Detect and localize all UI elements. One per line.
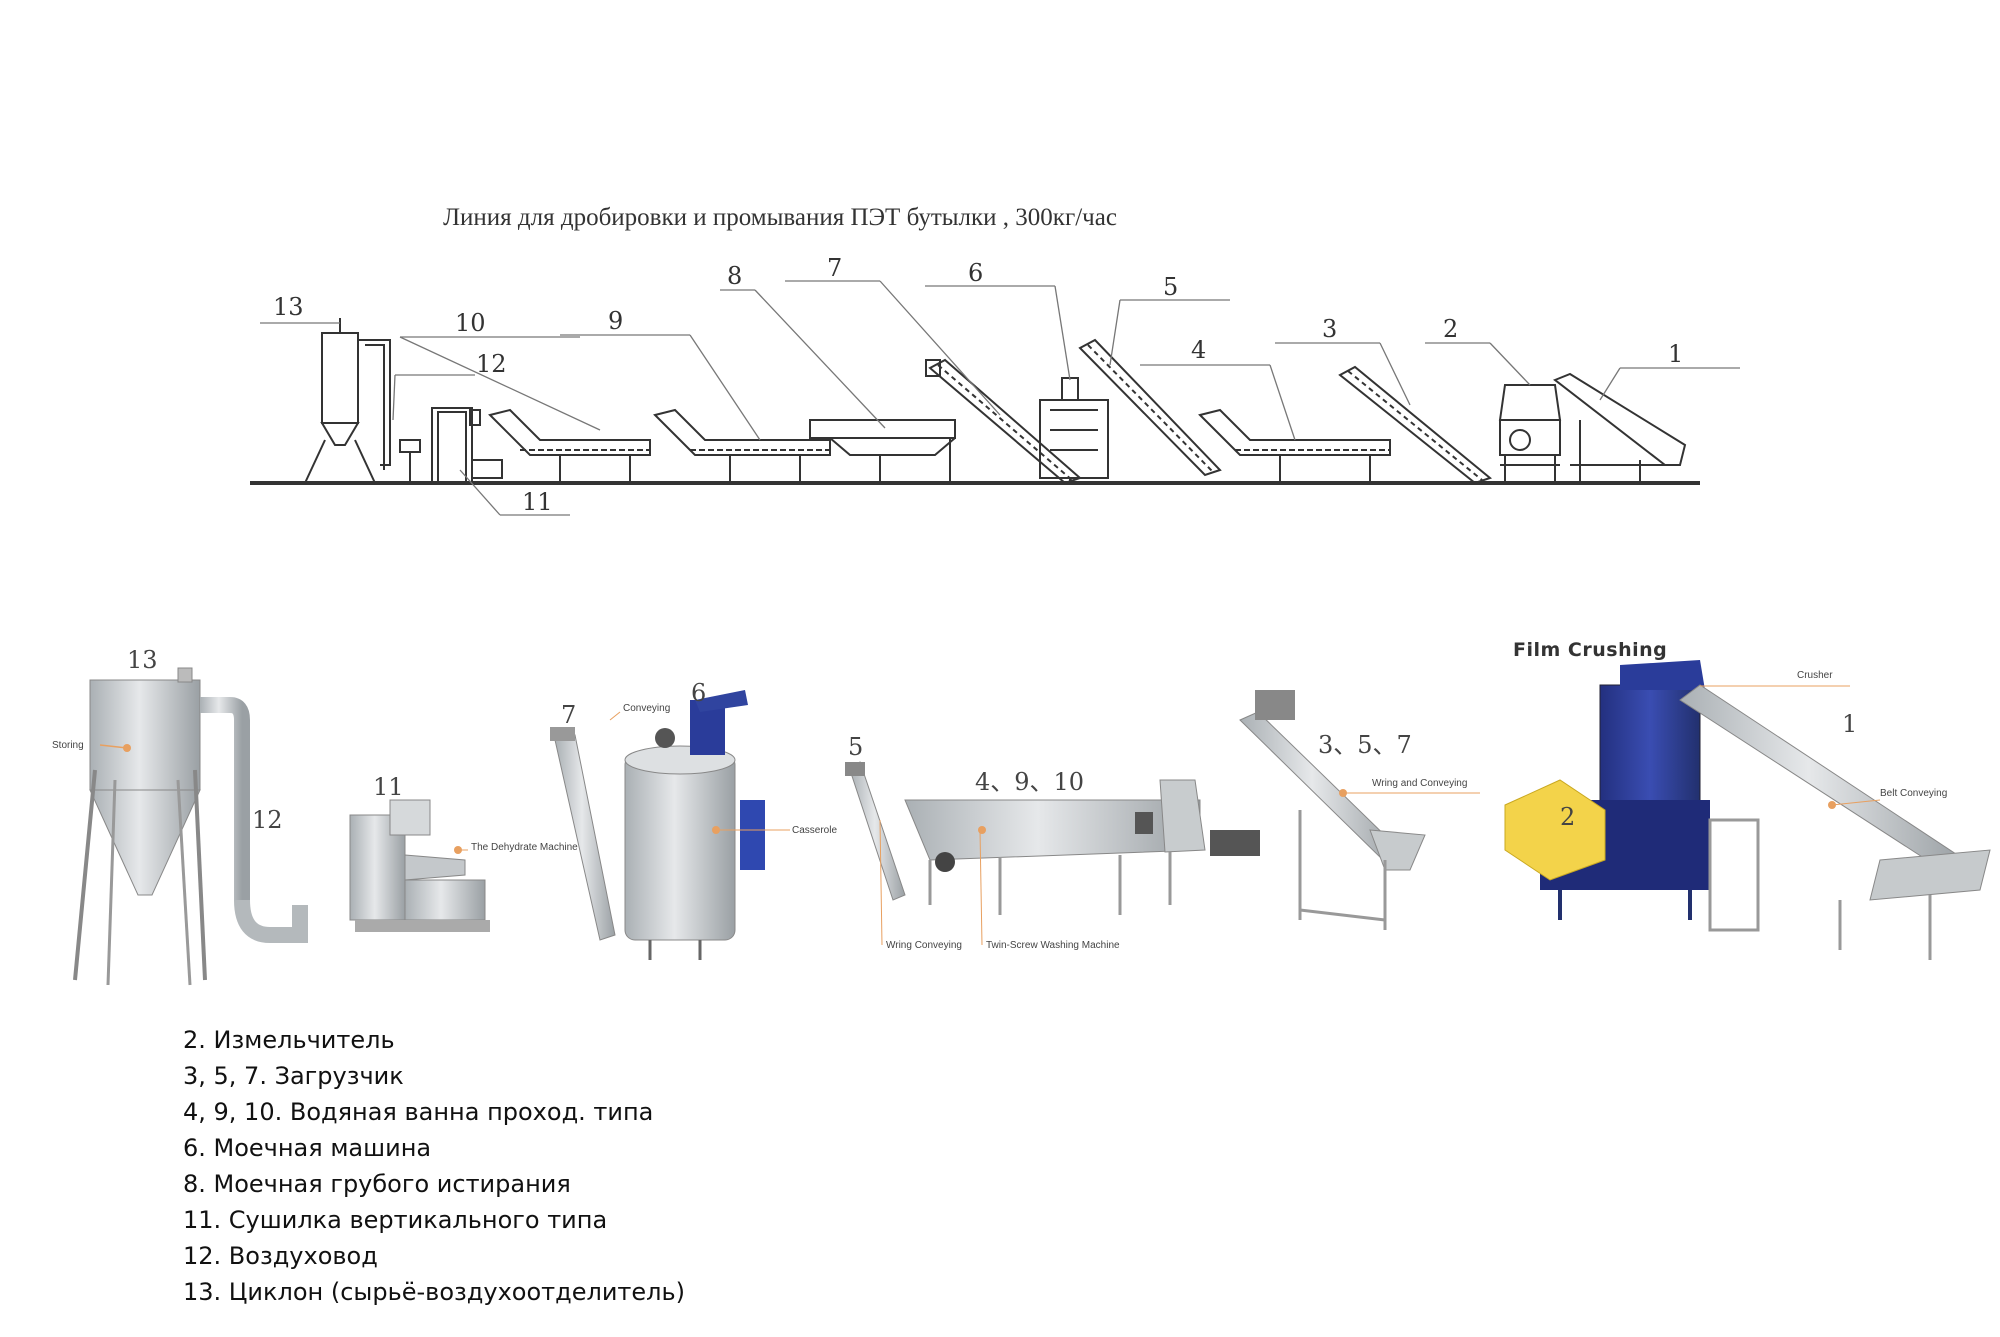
diagram-title: Линия для дробировки и промывания ПЭТ бу… [443,204,1117,231]
schematic-leader-lines [260,280,1740,516]
label-conveying: Conveying [623,703,670,714]
legend-item: 8. Моечная грубого истирания [183,1170,571,1198]
legend-item: 6. Моечная машина [183,1134,432,1162]
label-film-crushing: Film Crushing [1513,639,1668,661]
schematic-number-8: 8 [727,262,742,290]
label-crusher: Crusher [1797,670,1833,681]
photo-number-5: 5 [848,733,863,761]
photo-number-13: 13 [127,646,158,674]
belt-conveyor-1-schematic [1553,372,1687,483]
label-wring-conveying: Wring Conveying [886,940,962,951]
washing-tank-9-schematic [653,408,831,483]
screw-loader-5-schematic [1078,338,1222,477]
photo-number-1: 1 [1842,710,1857,738]
film-crusher-photo [1504,660,1991,960]
schematic-number-6: 6 [968,259,983,287]
friction-washer-8-schematic [809,419,956,483]
photo-number-6: 6 [691,679,706,707]
schematic-number-9: 9 [608,307,623,335]
photo-number-12: 12 [252,806,283,834]
schematic-number-2: 2 [1443,315,1458,343]
legend-item: 12. Воздуховод [183,1242,378,1270]
label-dehydrate-machine: The Dehydrate Machine [471,842,578,853]
photo-number-7: 7 [561,701,576,729]
label-belt-conveying: Belt Conveying [1880,788,1947,799]
photo-number-11: 11 [373,773,404,801]
legend-item: 11. Сушилка вертикального типа [183,1206,608,1234]
cyclone-13-schematic [304,318,391,484]
schematic-number-1: 1 [1668,340,1683,368]
label-casserole: Casserole [792,825,837,836]
schematic-number-13: 13 [273,293,304,321]
photo-number-2: 2 [1560,803,1575,831]
schematic-number-5: 5 [1163,273,1178,301]
schematic-number-4: 4 [1191,336,1206,364]
photo-number-3-5-7: 3、5、7 [1318,731,1412,759]
schematic-number-12: 12 [476,350,507,378]
photo-number-4-9-10: 4、9、10 [975,768,1084,796]
schematic-number-3: 3 [1322,315,1337,343]
screw-loader-3-schematic [1338,365,1493,485]
legend-item: 4, 9, 10. Водяная ванна проход. типа [183,1098,654,1126]
legend-list: 2. Измельчитель 3, 5, 7. Загрузчик 4, 9,… [183,1022,685,1310]
washing-tank-4-schematic [1198,408,1391,483]
schematic-number-11: 11 [522,488,553,516]
label-wring-and-conveying: Wring and Conveying [1372,778,1467,789]
dryer-11-schematic [399,407,503,484]
washer-6-photo [550,690,790,960]
washing-tank-10-schematic [488,408,651,483]
dryer-11-photo [349,799,490,932]
cyclone-13-photo [73,667,308,986]
screw-conveyor-photo [1239,690,1480,930]
legend-item: 13. Циклон (сырьё-воздухоотделитель) [183,1278,686,1306]
legend-item: 3, 5, 7. Загрузчик [183,1062,404,1090]
schematic-number-10: 10 [455,309,486,337]
label-twin-screw-washer: Twin-Screw Washing Machine [986,940,1120,951]
label-storing: Storing [52,740,84,751]
twin-screw-washer-photo [845,761,1260,946]
legend-item: 2. Измельчитель [183,1026,395,1054]
schematic-number-7: 7 [827,254,842,282]
crusher-2-schematic [1498,384,1562,483]
